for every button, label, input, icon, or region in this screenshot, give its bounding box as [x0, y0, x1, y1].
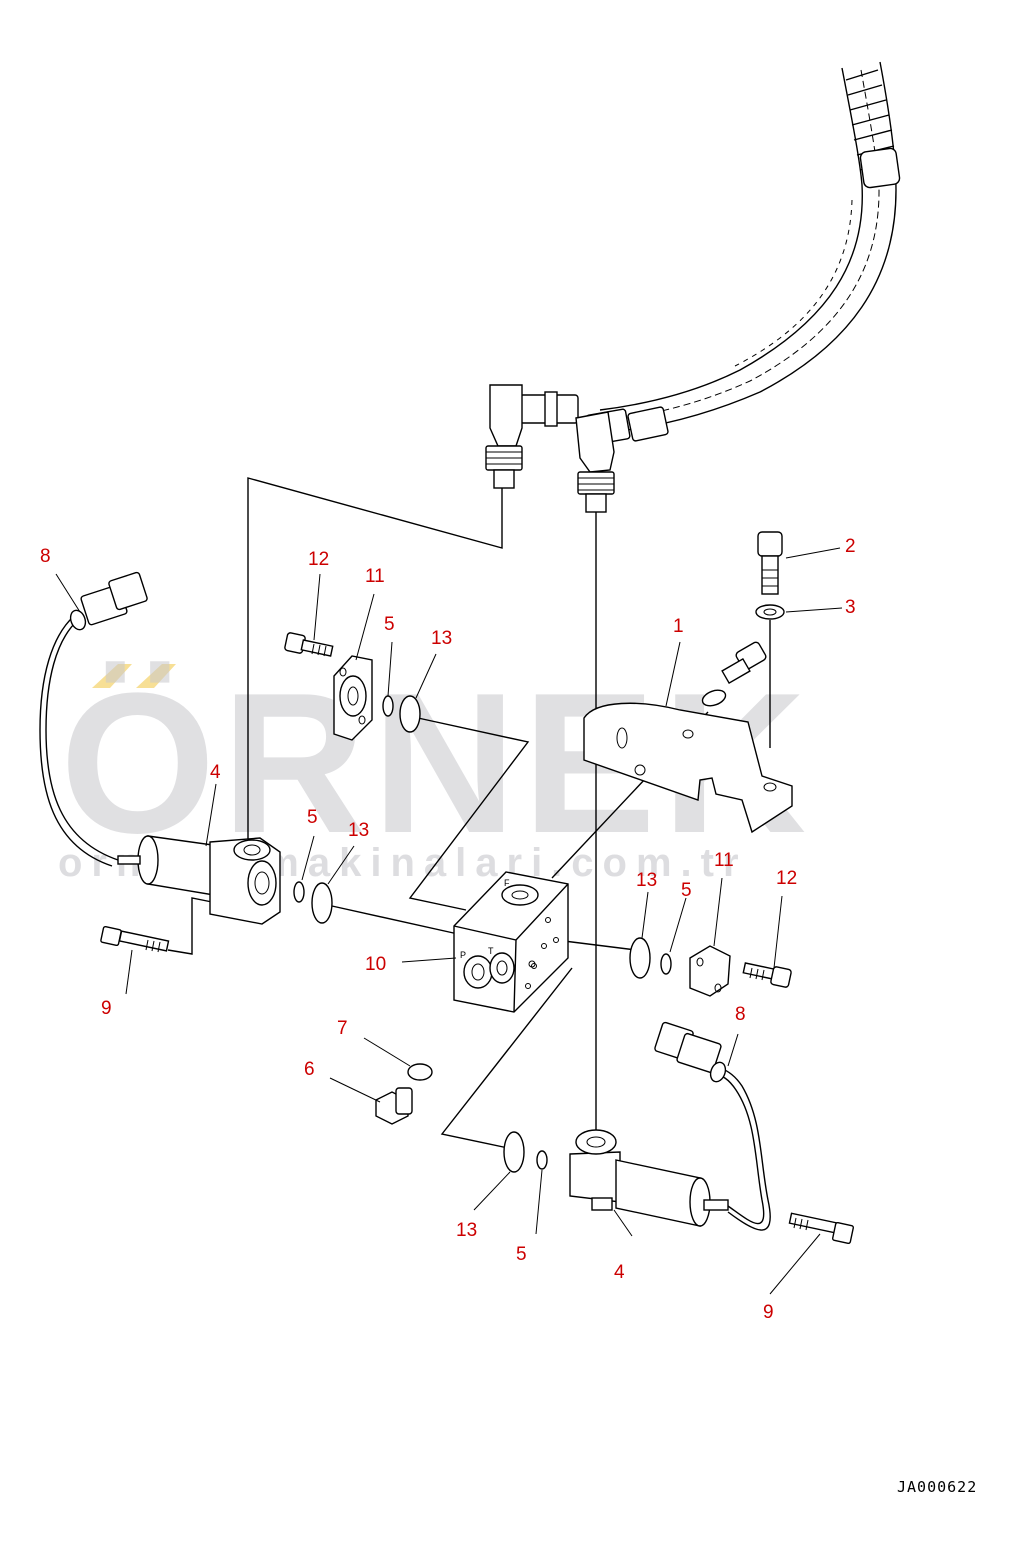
callout-7: 7	[337, 1018, 348, 1039]
callout-9-right: 9	[763, 1302, 774, 1323]
callout-1: 1	[673, 616, 684, 637]
cover-11-left	[333, 655, 373, 741]
callout-13-right: 13	[636, 870, 657, 891]
connector-8-left	[69, 571, 148, 631]
callout-5-mid-left: 5	[307, 807, 318, 828]
port-label-t: T	[488, 946, 494, 956]
callout-6: 6	[304, 1059, 315, 1080]
callout-11-right: 11	[714, 850, 734, 871]
callout-5-upper: 5	[384, 614, 395, 635]
oring-5-left-upper	[382, 695, 394, 717]
bolt-12-left	[284, 632, 334, 657]
callout-8-right: 8	[735, 1004, 746, 1025]
oring-13-right	[629, 937, 651, 979]
callout-8-left: 8	[40, 546, 51, 567]
port-label-top: F	[504, 878, 510, 888]
callout-2: 2	[845, 536, 856, 557]
cover-11-right	[689, 945, 731, 997]
bolt-9-right	[788, 1212, 855, 1245]
callout-12-right: 12	[776, 868, 797, 889]
document-id: JA000622	[897, 1478, 977, 1496]
callout-13-lower: 13	[456, 1220, 477, 1241]
solenoid-4-right	[569, 1129, 729, 1227]
oring-5-right	[660, 953, 672, 975]
callout-13-upper: 13	[431, 628, 452, 649]
oring-5-lower	[536, 1150, 548, 1170]
hose-assembly	[485, 61, 901, 513]
bolt-9-left	[100, 925, 170, 953]
callout-10: 10	[365, 954, 386, 975]
wire-right	[715, 1073, 765, 1225]
solenoid-4-left	[117, 835, 281, 925]
callout-12-left: 12	[308, 549, 329, 570]
callout-5-right: 5	[681, 880, 692, 901]
plug-6	[375, 1087, 413, 1125]
washer-3	[755, 604, 785, 620]
leader-lines	[55, 547, 843, 1295]
oring-13-left-mid	[311, 882, 333, 924]
callout-4-left: 4	[210, 762, 221, 783]
wire-left	[45, 619, 119, 861]
callout-4-right: 4	[614, 1262, 625, 1283]
callout-11-left: 11	[365, 566, 385, 587]
callout-3: 3	[845, 597, 856, 618]
bracket-1	[583, 641, 793, 834]
callout-13-mid-left: 13	[348, 820, 369, 841]
port-label-p: P	[460, 950, 466, 960]
oring-13-lower	[503, 1131, 525, 1173]
valve-block-10: F P T	[453, 871, 569, 1013]
callouts: 1 2 3 4 4 5 5 5 5 6 7 8 8 9 9 10 11 11 1…	[40, 536, 856, 1323]
bolt-2	[757, 531, 783, 595]
bolt-12-right	[742, 962, 792, 988]
oring-5-left-mid	[293, 881, 305, 903]
oring-7	[407, 1063, 433, 1081]
watermark-umlaut-left	[92, 664, 132, 688]
connector-8-right	[654, 1021, 727, 1083]
oring-13-left-upper	[399, 695, 421, 733]
callout-5-lower: 5	[516, 1244, 527, 1265]
callout-9-left: 9	[101, 998, 112, 1019]
watermark-umlaut-right	[136, 664, 176, 688]
